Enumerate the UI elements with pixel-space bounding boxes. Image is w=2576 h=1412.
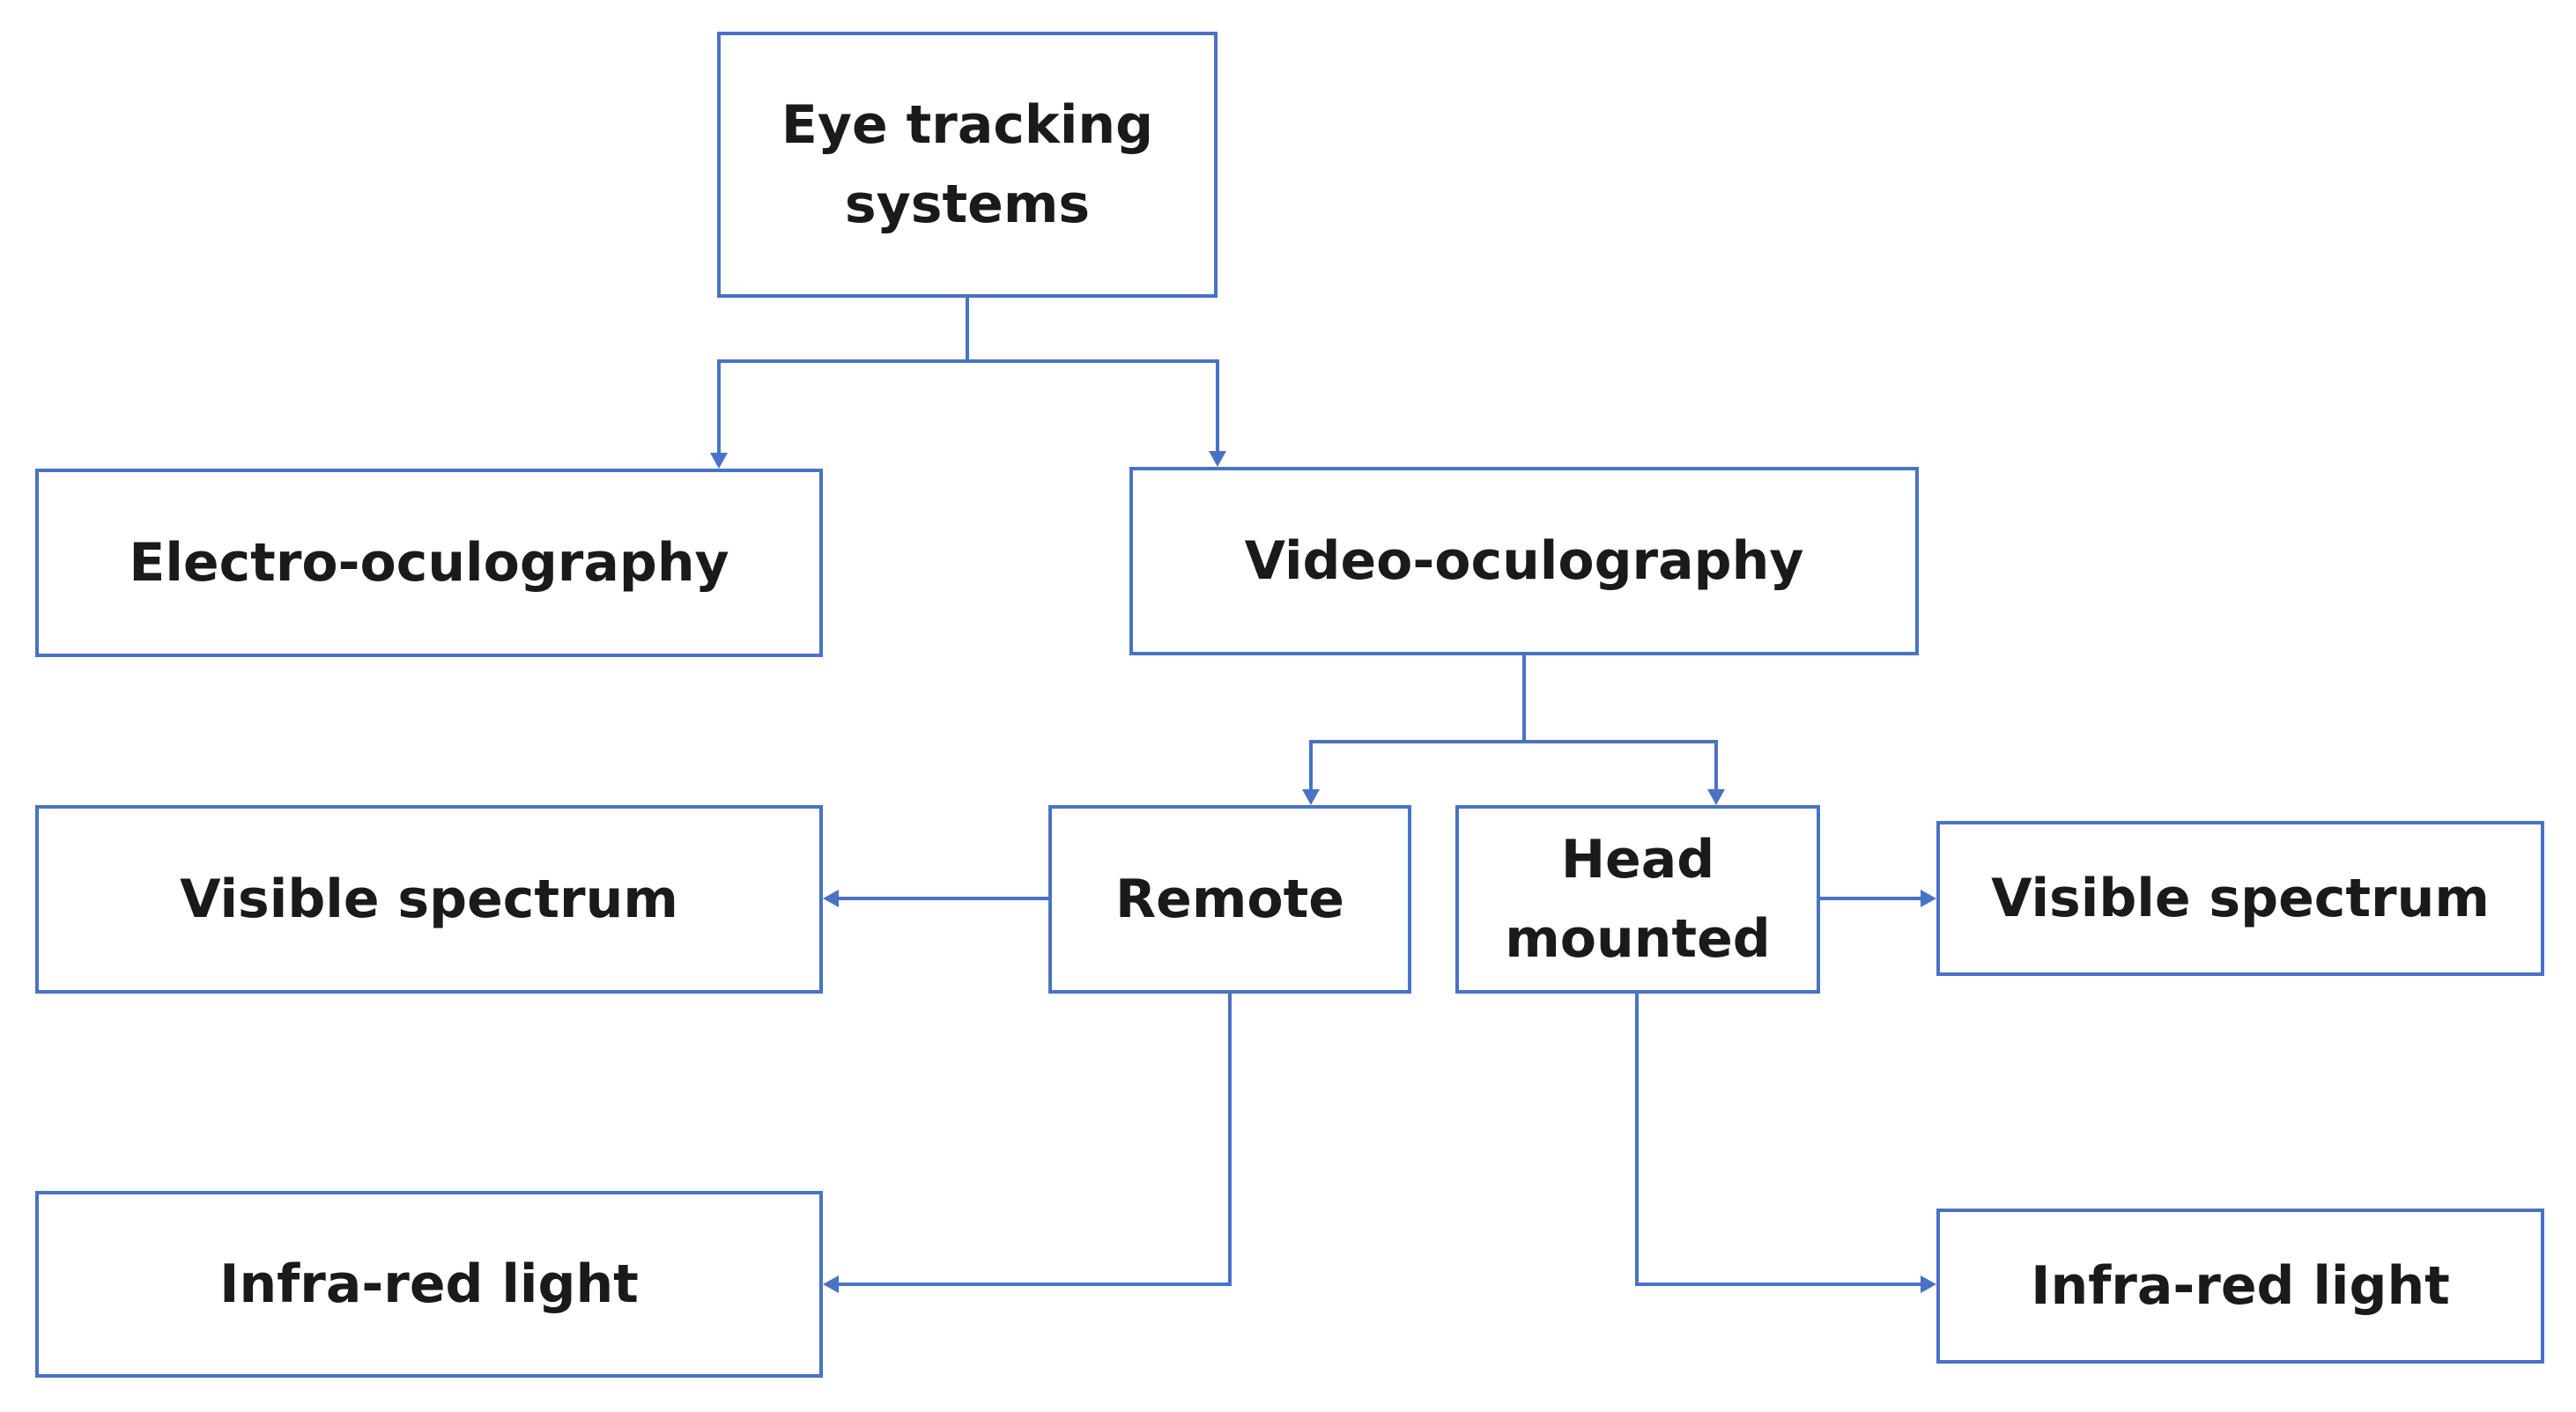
node-label: Head mounted	[1505, 829, 1771, 970]
arrow-to-infra-right	[1921, 1275, 1936, 1293]
node-head-mounted: Head mounted	[1455, 805, 1820, 994]
node-label: Infra-red light	[2031, 1255, 2450, 1317]
node-infra-red-left: Infra-red light	[35, 1191, 823, 1378]
node-label: Visible spectrum	[180, 869, 678, 930]
node-visible-spectrum-left: Visible spectrum	[35, 805, 823, 994]
arrow-to-head	[1707, 789, 1725, 805]
node-label: Remote	[1114, 869, 1344, 930]
arrow-to-visible-right	[1921, 890, 1936, 907]
edge-root-to-video	[967, 359, 1219, 453]
node-label: Eye tracking systems	[781, 94, 1154, 235]
node-label: Video-oculography	[1244, 530, 1804, 592]
node-infra-red-right: Infra-red light	[1936, 1209, 2544, 1364]
arrow-to-video	[1209, 451, 1226, 467]
node-label: Visible spectrum	[1991, 868, 2490, 929]
edge-video-to-remote	[1309, 740, 1524, 789]
arrow-to-infra-left	[823, 1275, 839, 1293]
node-label: Electro-oculography	[129, 532, 729, 594]
node-remote: Remote	[1048, 805, 1411, 994]
node-electro-oculography: Electro-oculography	[35, 469, 823, 657]
node-visible-spectrum-right: Visible spectrum	[1936, 821, 2544, 976]
edge-video-to-head	[1524, 740, 1718, 789]
node-eye-tracking-systems: Eye tracking systems	[717, 32, 1218, 298]
arrow-to-remote	[1302, 789, 1320, 805]
edge-head-to-infra	[1635, 994, 1921, 1286]
node-label: Infra-red light	[219, 1253, 639, 1315]
node-video-oculography: Video-oculography	[1129, 467, 1919, 655]
arrow-to-electro	[710, 453, 728, 469]
edge-root-to-electro	[717, 359, 967, 453]
edge-remote-to-infra	[839, 994, 1232, 1286]
arrow-to-visible-left	[823, 890, 839, 907]
